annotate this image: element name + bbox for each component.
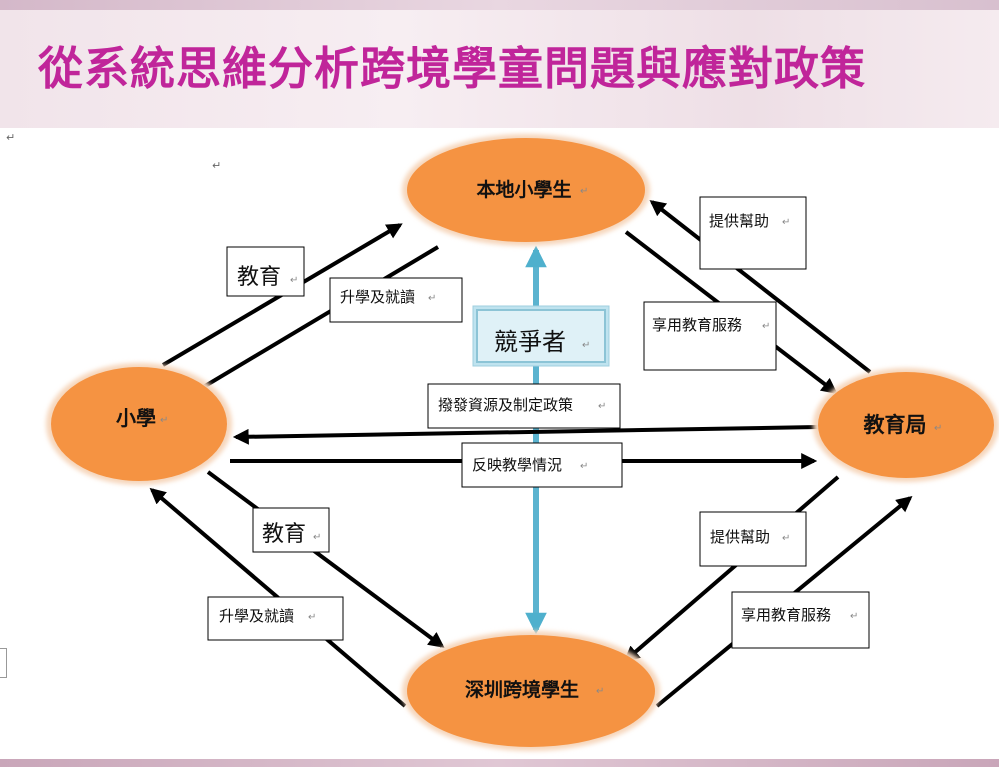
- svg-text:↵: ↵: [782, 533, 790, 544]
- label-enroll-bottom: 升學及就讀 ↵: [207, 596, 344, 641]
- label-enroll-top: 升學及就讀 ↵: [329, 277, 463, 323]
- label-competitor: 競爭者 ↵: [472, 305, 610, 367]
- node-cross-border-students: 深圳跨境學生 ↵: [402, 631, 660, 751]
- svg-text:↵: ↵: [308, 612, 316, 623]
- arrow-local-to-school: [187, 245, 440, 397]
- arrow-bureau-to-school: [232, 425, 819, 445]
- svg-text:↵: ↵: [850, 611, 858, 622]
- arrow-bureau-to-local: [649, 200, 872, 374]
- node-primary-school-label: 小學: [116, 406, 156, 430]
- node-cross-border-students-label: 深圳跨境學生: [465, 678, 579, 701]
- node-primary-school: 小學 ↵: [46, 363, 232, 485]
- page-edge: [0, 648, 7, 678]
- label-allocate: 撥發資源及制定政策 ↵: [427, 383, 621, 429]
- label-education-bottom: 教育 ↵: [252, 507, 330, 553]
- svg-text:提供幫助: 提供幫助: [709, 212, 769, 230]
- return-mark-icon: ↵: [212, 159, 222, 172]
- svg-text:教育: 教育: [262, 522, 306, 547]
- svg-text:撥發資源及制定政策: 撥發資源及制定政策: [438, 396, 573, 414]
- node-education-bureau-label: 教育局: [864, 413, 927, 437]
- svg-text:↵: ↵: [782, 217, 790, 228]
- label-service-top: 享用教育服務 ↵: [643, 301, 777, 371]
- label-education-top: 教育 ↵: [226, 246, 305, 297]
- arrow-bureau-to-crossborder: [623, 475, 840, 663]
- label-reflect: 反映教學情況 ↵: [461, 442, 623, 488]
- svg-text:升學及就讀: 升學及就讀: [219, 607, 294, 625]
- svg-text:教育: 教育: [237, 265, 281, 290]
- svg-text:享用教育服務: 享用教育服務: [741, 606, 831, 624]
- svg-text:反映教學情況: 反映教學情況: [472, 456, 562, 474]
- return-mark-icon: ↵: [934, 423, 942, 434]
- return-mark-icon: ↵: [596, 686, 604, 697]
- svg-text:↵: ↵: [582, 340, 590, 351]
- label-service-bottom: 享用教育服務 ↵: [731, 591, 870, 649]
- label-help-bottom: 提供幫助 ↵: [699, 511, 807, 567]
- node-local-students-label: 本地小學生: [476, 178, 571, 201]
- svg-text:↵: ↵: [313, 532, 321, 543]
- svg-text:升學及就讀: 升學及就讀: [340, 288, 415, 306]
- svg-text:享用教育服務: 享用教育服務: [652, 316, 742, 334]
- page-title: 從系統思維分析跨境學童問題與應對政策: [38, 42, 867, 95]
- svg-text:↵: ↵: [290, 275, 298, 286]
- svg-text:↵: ↵: [580, 461, 588, 472]
- return-mark-icon: ↵: [6, 131, 16, 144]
- svg-text:↵: ↵: [598, 401, 606, 412]
- svg-text:↵: ↵: [428, 293, 436, 304]
- node-education-bureau: 教育局 ↵: [813, 368, 999, 482]
- bottom-band: [0, 759, 999, 767]
- svg-text:提供幫助: 提供幫助: [710, 528, 770, 546]
- return-mark-icon: ↵: [160, 415, 168, 426]
- svg-text:↵: ↵: [762, 321, 770, 332]
- label-help-top: 提供幫助 ↵: [699, 196, 807, 270]
- return-mark-icon: ↵: [580, 186, 588, 197]
- svg-text:競爭者: 競爭者: [494, 328, 566, 356]
- node-local-students: 本地小學生 ↵: [402, 134, 650, 246]
- title-banner: 從系統思維分析跨境學童問題與應對政策: [0, 10, 999, 128]
- top-band: [0, 0, 999, 10]
- arrow-school-to-crossborder: [206, 470, 445, 648]
